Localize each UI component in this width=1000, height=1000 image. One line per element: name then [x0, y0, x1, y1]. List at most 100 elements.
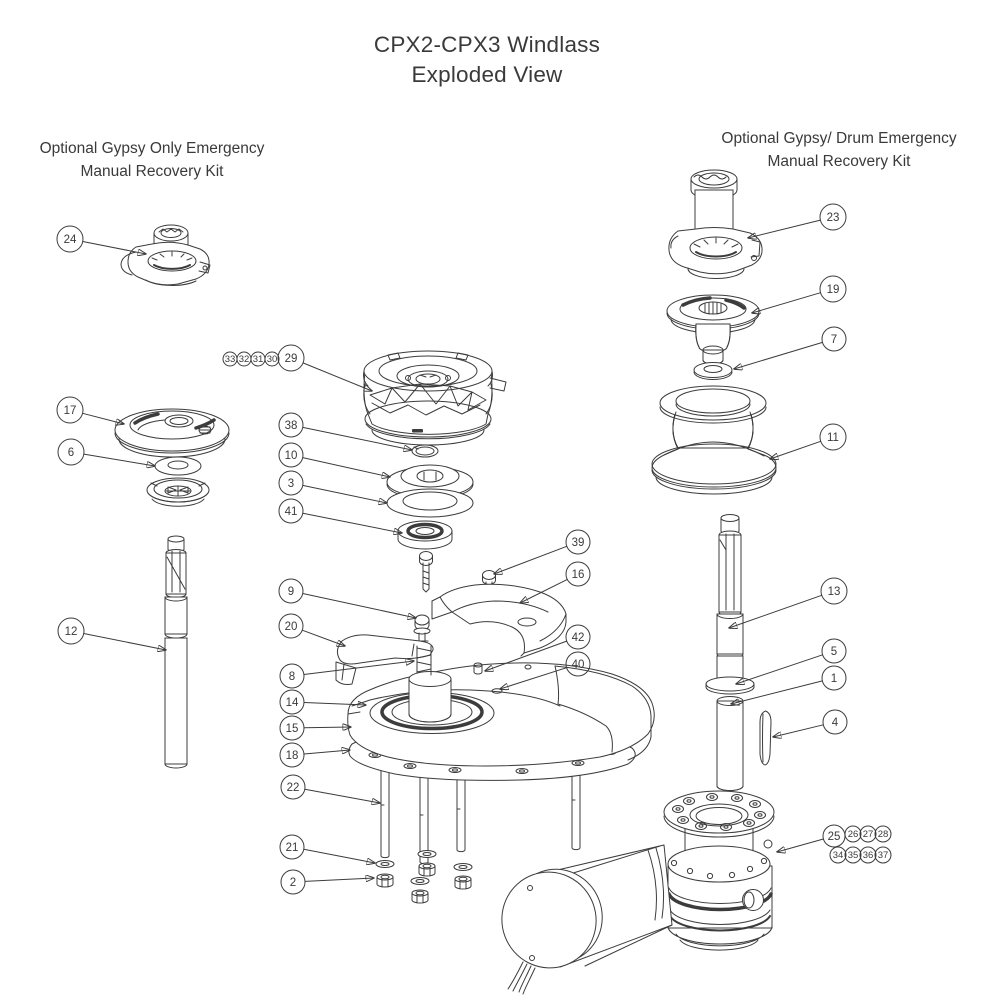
callout-circle-2 — [280, 869, 306, 895]
left-kit-label-line1: Optional Gypsy Only Emergency — [39, 140, 265, 157]
motor — [501, 844, 673, 995]
left-ratchet-hub — [146, 477, 210, 507]
callout-circle-42 — [565, 624, 591, 650]
callout-number-23: 23 — [827, 212, 840, 224]
spacer-hub — [386, 464, 474, 500]
callout-number-21: 21 — [286, 842, 299, 854]
pawl-arm — [335, 634, 434, 685]
callout-number-31: 31 — [253, 354, 264, 365]
deck-housing — [347, 662, 655, 767]
callout-circle-26 — [844, 825, 862, 843]
leader-line-8 — [303, 661, 414, 675]
fastener-washers-nuts — [375, 850, 473, 904]
drain-plug — [742, 889, 764, 911]
right-kit-label-line2: Manual Recovery Kit — [767, 153, 911, 170]
leader-line-3 — [302, 484, 387, 503]
pawl-spring — [416, 640, 432, 676]
callout-30: 30 — [264, 351, 280, 367]
callout-7: 7 — [734, 326, 847, 369]
washer — [375, 860, 395, 868]
leader-line-14 — [303, 703, 366, 706]
callout-number-19: 19 — [827, 284, 840, 296]
leader-line-39 — [494, 545, 568, 574]
left-kit-label: Optional Gypsy Only Emergency Manual Rec… — [8, 137, 296, 183]
callout-32: 32 — [236, 351, 252, 367]
callout-circle-27 — [859, 825, 877, 843]
screw-left — [419, 551, 433, 593]
gypsy-pin — [473, 662, 483, 675]
leader-line-25 — [777, 838, 824, 852]
nut — [454, 875, 472, 890]
callout-number-37: 37 — [878, 850, 889, 861]
callout-19: 19 — [752, 275, 847, 313]
callout-3: 3 — [278, 470, 387, 503]
right-washer — [693, 362, 733, 380]
callout-2: 2 — [280, 869, 374, 895]
right-kit-clutch-assembly — [668, 169, 763, 279]
callout-39: 39 — [494, 529, 591, 574]
callout-15: 15 — [279, 715, 351, 741]
callout-13: 13 — [729, 577, 848, 628]
callout-circle-24 — [56, 225, 84, 253]
callout-number-29: 29 — [285, 353, 298, 365]
title-line2: Exploded View — [411, 62, 563, 87]
callout-24: 24 — [56, 225, 146, 255]
callout-33: 33 — [222, 351, 238, 367]
washer — [453, 863, 473, 871]
leader-line-29 — [302, 362, 372, 391]
callout-18: 18 — [279, 742, 350, 768]
shaft-collar — [705, 676, 755, 695]
callout-5: 5 — [736, 638, 847, 684]
callout-36: 36 — [859, 846, 877, 864]
callout-number-22: 22 — [287, 782, 300, 794]
callout-number-14: 14 — [286, 697, 299, 709]
drive-key — [759, 710, 772, 766]
leader-line-10 — [302, 457, 390, 477]
gypsy-chainwheel — [363, 350, 507, 446]
callout-circle-37 — [874, 846, 892, 864]
callout-26: 26 — [844, 825, 862, 843]
callout-17: 17 — [56, 396, 124, 424]
callout-number-4: 4 — [832, 717, 839, 729]
callout-number-17: 17 — [64, 405, 77, 417]
callout-number-7: 7 — [831, 334, 837, 346]
callout-circle-30 — [264, 351, 280, 367]
callout-4: 4 — [773, 709, 848, 737]
pawl-bolt — [413, 614, 431, 642]
callout-9: 9 — [278, 578, 416, 618]
callout-circle-22 — [280, 774, 306, 800]
callout-11: 11 — [770, 423, 847, 459]
callout-21: 21 — [279, 834, 375, 863]
callout-6: 6 — [57, 438, 155, 466]
right-kit-label-line1: Optional Gypsy/ Drum Emergency — [721, 130, 957, 147]
callout-10: 10 — [278, 442, 390, 477]
callout-circle-5 — [821, 638, 847, 664]
leader-line-24 — [82, 241, 146, 255]
leader-line-21 — [303, 848, 375, 863]
leader-line-38 — [302, 426, 412, 450]
callout-circle-29 — [277, 344, 305, 372]
leader-line-42 — [485, 640, 568, 671]
callout-number-1: 1 — [831, 673, 837, 685]
leader-line-15 — [303, 727, 351, 728]
callout-number-5: 5 — [831, 646, 837, 658]
leader-line-23 — [748, 219, 821, 238]
callout-number-24: 24 — [64, 234, 77, 246]
callout-circle-16 — [565, 561, 591, 587]
callout-circle-13 — [820, 577, 848, 605]
callout-circle-41 — [278, 498, 304, 524]
callout-number-2: 2 — [290, 877, 296, 889]
snap-ring — [411, 444, 439, 458]
leader-line-12 — [83, 633, 166, 651]
left-dome-cap — [114, 408, 230, 458]
page-title: CPX2-CPX3 Windlass Exploded View — [287, 30, 687, 90]
motor-wires — [507, 961, 536, 995]
callout-number-6: 6 — [68, 447, 74, 459]
callout-14: 14 — [279, 689, 366, 715]
callout-number-3: 3 — [288, 478, 294, 490]
callout-circle-35 — [844, 846, 862, 864]
callout-circle-8 — [279, 663, 305, 689]
left-shaft — [164, 535, 188, 769]
callout-circle-38 — [278, 412, 304, 438]
callout-number-32: 32 — [239, 354, 250, 365]
